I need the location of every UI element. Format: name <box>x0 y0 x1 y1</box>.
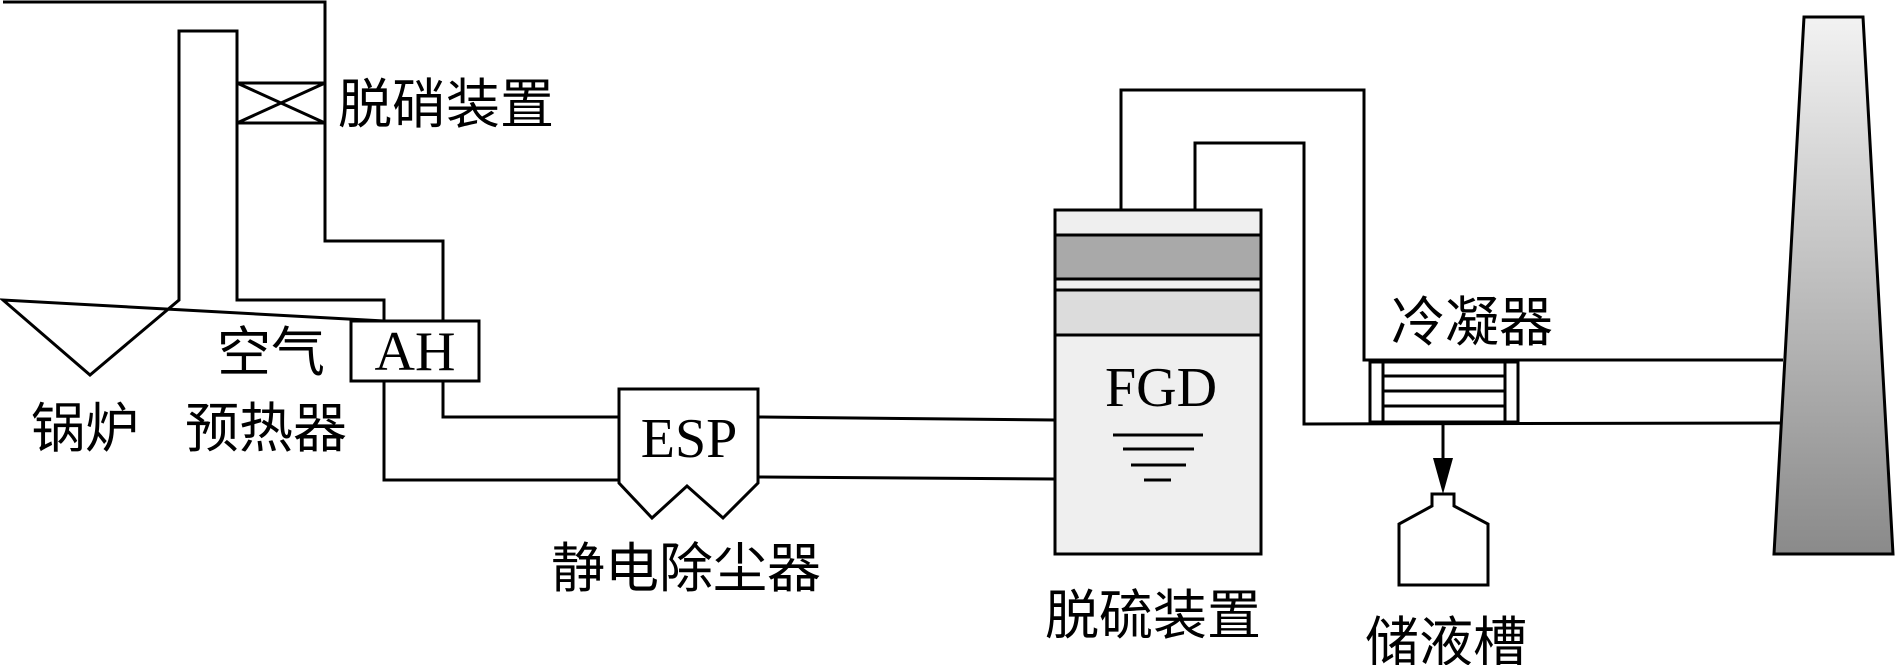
duct-esp-fgd <box>757 415 1056 481</box>
arrow-head-icon <box>1433 458 1453 494</box>
air-preheater-abbr: AH <box>375 321 456 383</box>
scr-label: 脱硝装置 <box>338 73 554 136</box>
duct-ah-esp <box>382 381 619 482</box>
esp-unit <box>617 387 760 521</box>
boiler <box>0 0 445 377</box>
boiler-label: 锅炉 <box>31 397 139 460</box>
scr-unit <box>235 81 327 125</box>
condenser-label: 冷凝器 <box>1391 291 1553 354</box>
chimney-stack <box>1772 15 1895 556</box>
esp-label: 静电除尘器 <box>551 537 821 600</box>
duct-fgd-outer <box>1119 88 1783 362</box>
air-preheater-label-1: 空气 <box>217 321 325 384</box>
fgd-label: 脱硫装置 <box>1045 584 1261 647</box>
duct-fgd-inner <box>1193 141 1781 426</box>
air-preheater <box>349 319 481 383</box>
fgd-unit <box>1053 208 1263 556</box>
condenser <box>1368 360 1520 424</box>
storage-tank <box>1397 492 1490 587</box>
fgd-abbr: FGD <box>1105 357 1217 419</box>
air-preheater-label-2: 预热器 <box>185 397 347 460</box>
esp-abbr: ESP <box>641 408 738 470</box>
tank-label: 储液槽 <box>1365 611 1527 665</box>
